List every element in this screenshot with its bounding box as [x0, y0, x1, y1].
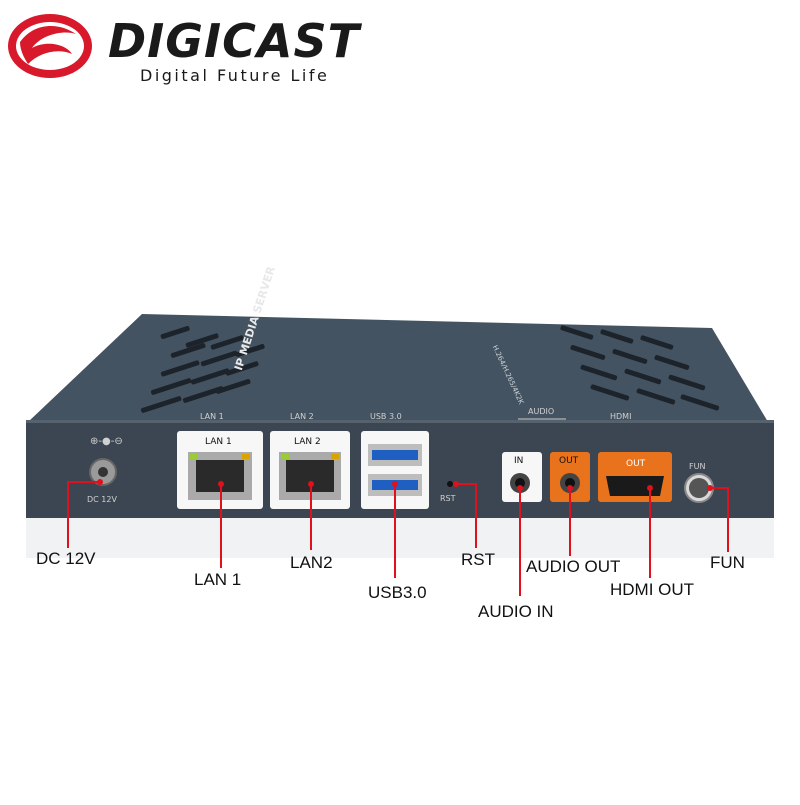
- device-top-surface: [28, 314, 768, 422]
- audio-in-label: IN: [514, 456, 524, 466]
- hdmi-top-label: HDMI: [610, 412, 632, 421]
- lan1-inner-label: LAN 1: [205, 437, 232, 447]
- vent-grille-right: [560, 325, 720, 411]
- usb-top-label: USB 3.0: [370, 412, 402, 421]
- brand-tagline: Digital Future Life: [140, 66, 330, 85]
- callout-lan1: LAN 1: [194, 570, 242, 589]
- callout-fun: FUN: [710, 553, 745, 572]
- lan2-top-label: LAN 2: [290, 412, 314, 421]
- callout-usb: USB3.0: [368, 583, 427, 602]
- brand-logo: [6, 12, 94, 80]
- callout-dc: DC 12V: [36, 549, 96, 568]
- lan1-top-label: LAN 1: [200, 412, 224, 421]
- audio-group-label: AUDIO: [528, 407, 555, 416]
- lan2-inner-label: LAN 2: [294, 437, 321, 447]
- callout-audio-in: AUDIO IN: [478, 602, 554, 621]
- vent-grille-left: [140, 325, 265, 413]
- dc-label: DC 12V: [87, 495, 117, 504]
- rst-button: [447, 481, 453, 487]
- callout-audio-out: AUDIO OUT: [526, 557, 621, 576]
- hdmi-out-label: OUT: [626, 459, 646, 469]
- dc-symbol: ⊕-●-⊖: [90, 436, 123, 447]
- callout-lan2: LAN2: [290, 553, 333, 572]
- rst-label: RST: [440, 494, 456, 503]
- brand-name: DIGICAST: [108, 14, 361, 68]
- fun-label: FUN: [689, 462, 706, 471]
- callout-rst: RST: [461, 550, 495, 569]
- audio-out-label: OUT: [559, 456, 579, 466]
- callout-hdmi-out: HDMI OUT: [610, 580, 695, 599]
